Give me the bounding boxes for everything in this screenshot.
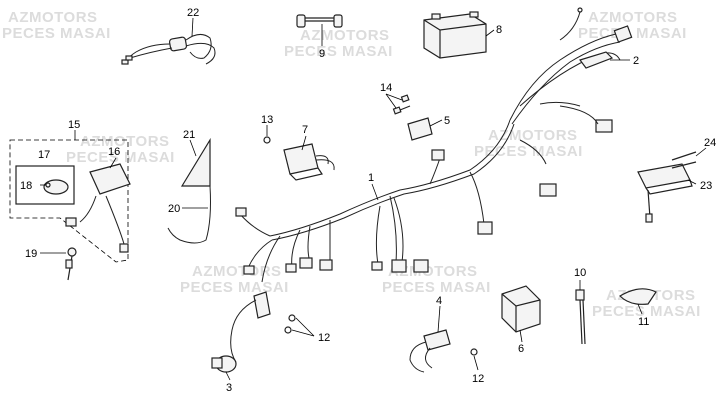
part-6-flasher: [501, 285, 541, 333]
watermark-line1: AZMOTORS: [488, 127, 578, 144]
watermark-line2: PECES MASAI: [382, 279, 491, 296]
watermark-line1: AZMOTORS: [80, 133, 170, 150]
part-3-ignition-coil: [211, 291, 296, 373]
callout-17: 17: [38, 149, 50, 161]
watermark-line1: AZMOTORS: [8, 9, 98, 26]
part-7-regulator: [263, 136, 335, 181]
watermark-line1: AZMOTORS: [388, 263, 478, 280]
callout-4: 4: [436, 295, 442, 307]
callout-7: 7: [302, 124, 308, 136]
watermark-line2: PECES MASAI: [284, 43, 393, 60]
watermark-line2: PECES MASAI: [592, 303, 701, 320]
callout-23: 23: [700, 180, 712, 192]
callout-12: 12: [472, 373, 484, 385]
callout-9: 9: [319, 48, 325, 60]
part-5-relay: [392, 94, 433, 141]
callout-5: 5: [444, 115, 450, 127]
callout-1: 1: [368, 172, 374, 184]
watermark-line2: PECES MASAI: [2, 25, 111, 42]
watermark-line1: AZMOTORS: [588, 9, 678, 26]
part-9-fuse-holder: [296, 14, 343, 28]
callout-8: 8: [496, 24, 502, 36]
part-23-rectifier: [637, 151, 697, 223]
part-22-switch: [121, 34, 216, 65]
part-8-battery: [423, 11, 487, 59]
callout-19: 19: [25, 248, 37, 260]
callout-2: 2: [633, 55, 639, 67]
callout-24: 24: [704, 137, 716, 149]
callout-12: 12: [318, 332, 330, 344]
leader-lines: [40, 17, 707, 381]
part-4-pickup: [409, 329, 478, 373]
watermark-line1: AZMOTORS: [300, 27, 390, 44]
watermark-line2: PECES MASAI: [66, 149, 175, 166]
part-10-cable-tie: [575, 289, 586, 345]
part-2-wire-branch: [509, 7, 633, 133]
callout-13: 13: [261, 114, 273, 126]
watermark-line2: PECES MASAI: [180, 279, 289, 296]
part-15-cdi-assembly: [9, 139, 131, 263]
part-19-sensor: [65, 247, 77, 281]
callout-16: 16: [108, 146, 120, 158]
callout-3: 3: [226, 382, 232, 394]
callout-22: 22: [187, 7, 199, 19]
callout-20: 20: [168, 203, 180, 215]
watermark-line1: AZMOTORS: [192, 263, 282, 280]
watermark-line2: PECES MASAI: [578, 25, 687, 42]
callout-10: 10: [574, 267, 586, 279]
callout-11: 11: [638, 316, 649, 328]
callout-15: 15: [68, 119, 80, 131]
callout-numbers: 22 9 8 2 5 14 7 13 1 21 20 15 17 18 16 1…: [20, 7, 716, 394]
part-1-main-harness: [235, 119, 557, 283]
callout-21: 21: [183, 129, 195, 141]
callout-6: 6: [518, 343, 524, 355]
callout-18: 18: [20, 180, 32, 192]
part-21-panel: [167, 137, 211, 244]
callout-14: 14: [380, 82, 392, 94]
watermark-line2: PECES MASAI: [474, 143, 583, 160]
part-11-clip: [619, 288, 657, 305]
